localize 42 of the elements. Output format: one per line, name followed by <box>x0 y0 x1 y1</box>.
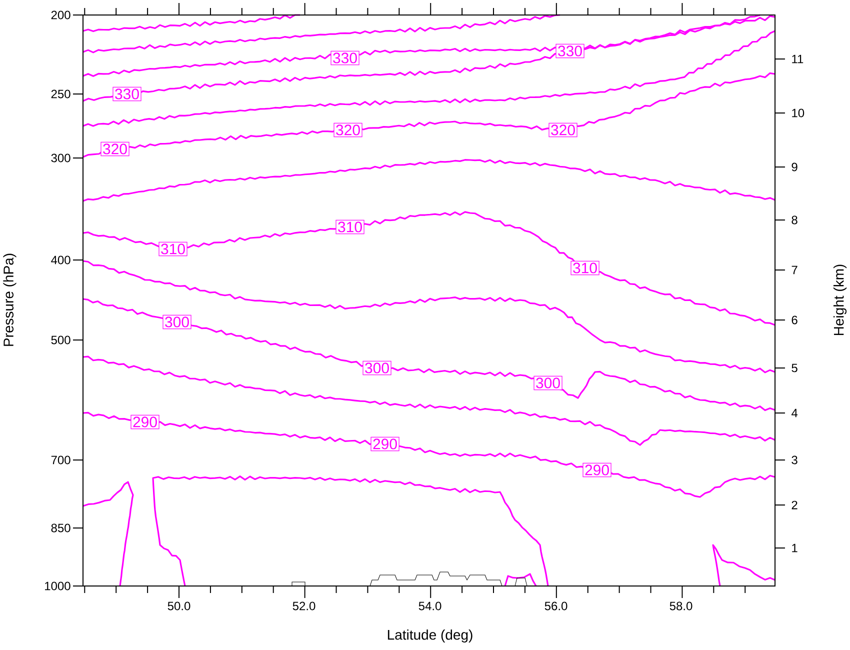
tick-label: 200 <box>51 10 70 20</box>
axis-title: Latitude (deg) <box>388 629 472 643</box>
tick-label: 850 <box>51 524 70 532</box>
tick-label: 700 <box>51 456 70 464</box>
contour-label: 310 <box>336 220 364 234</box>
tick-label: 6 <box>792 316 798 324</box>
tick-label: 58.0 <box>670 602 692 610</box>
tick-label: 5 <box>792 364 798 372</box>
contour-label: 330 <box>556 44 584 58</box>
tick-label: 54.0 <box>418 602 442 610</box>
tick-label: 4 <box>792 408 798 418</box>
tick-label: 9 <box>792 162 798 172</box>
tick-label: 300 <box>51 154 70 162</box>
contour-label: 300 <box>534 376 562 390</box>
tick-label: 7 <box>792 266 798 274</box>
tick-label: 56.0 <box>544 602 568 610</box>
axis-title: Height (km) <box>833 264 847 336</box>
contour-label: 290 <box>370 436 400 452</box>
tick-label: 1000 <box>45 582 70 590</box>
contour-label: 320 <box>100 142 130 156</box>
contour-label: 300 <box>162 314 192 330</box>
tick-label: 2 <box>792 500 798 510</box>
contour-label: 320 <box>334 122 362 138</box>
tick-label: 250 <box>51 90 70 98</box>
contour-label: 330 <box>112 86 142 102</box>
contour-label: 310 <box>570 260 600 276</box>
tick-label: 8 <box>792 216 798 224</box>
contour-label: 290 <box>582 462 612 478</box>
tick-label: 10 <box>792 108 804 118</box>
contour-label: 290 <box>130 414 160 430</box>
tick-label: 1 <box>792 544 798 552</box>
tick-label: 500 <box>51 336 70 344</box>
tick-label: 50.0 <box>168 602 190 610</box>
tick-label: 400 <box>51 256 70 264</box>
tick-label: 52.0 <box>292 602 316 610</box>
contour-label: 310 <box>158 242 188 256</box>
contour-label: 300 <box>362 360 392 376</box>
tick-label: 11 <box>792 54 804 64</box>
axis-title: Pressure (hPa) <box>3 254 16 346</box>
contour-label: 330 <box>330 50 360 66</box>
contour-label: 320 <box>548 122 578 138</box>
tick-label: 3 <box>792 456 798 464</box>
